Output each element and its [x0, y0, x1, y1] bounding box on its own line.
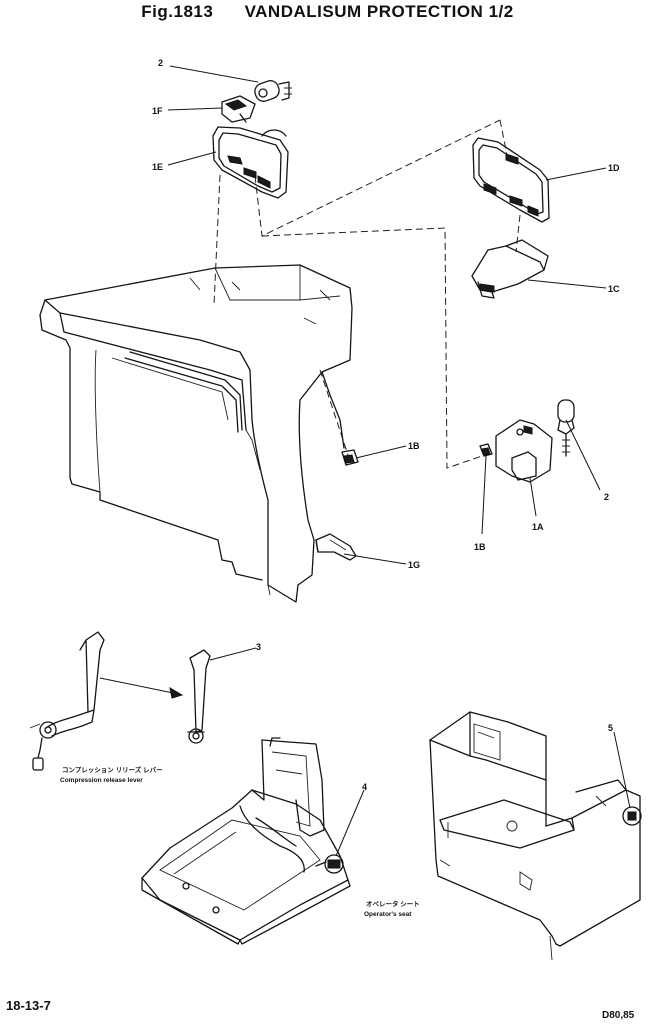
figure-name: VANDALISUM PROTECTION	[244, 2, 484, 21]
callout-3: 3	[256, 642, 261, 652]
caption-compression-en: Compression release lever	[60, 777, 143, 784]
callout-2-right: 2	[604, 492, 609, 502]
figure-title: Fig.1813 VANDALISUM PROTECTION 1/2	[0, 2, 655, 22]
key-lock-top	[254, 80, 292, 102]
figure-sheet: 1/2	[488, 2, 514, 21]
bracket-1c	[471, 239, 549, 299]
lock-plate-1a	[495, 419, 553, 483]
cover-plate-1d	[472, 137, 550, 223]
callout-1g: 1G	[408, 560, 420, 570]
compression-release-lever	[29, 631, 105, 771]
caption-seat-jp: オペレータ シート	[366, 899, 420, 908]
tool-box	[429, 711, 642, 961]
callout-1e: 1E	[152, 162, 163, 172]
caption-compression-jp: コンプレッション リリーズ レバー	[62, 765, 163, 774]
cover-plate-1e	[212, 126, 289, 199]
replacement-arrow	[99, 677, 184, 699]
callout-1b-right: 1B	[408, 441, 420, 451]
model-code: D80,85	[602, 1010, 635, 1021]
lever-part-3	[187, 649, 211, 744]
callout-1c: 1C	[608, 284, 620, 294]
bracket-1g	[315, 533, 357, 561]
callout-5: 5	[608, 723, 613, 733]
callout-1b-left: 1B	[474, 542, 486, 552]
dash-cover-body	[39, 264, 353, 603]
caption-seat-en: Operator's seat	[364, 911, 412, 918]
operator-seat	[141, 737, 351, 945]
leader-lines	[167, 65, 631, 857]
callout-1a: 1A	[532, 522, 544, 532]
callout-1f: 1F	[152, 106, 163, 116]
callout-4: 4	[362, 782, 367, 792]
assembly-center-lines	[213, 119, 521, 469]
plug-1b-right	[479, 443, 493, 457]
callout-1d: 1D	[608, 163, 620, 173]
page-number: 18-13-7	[6, 998, 51, 1013]
key-lock-right	[557, 399, 575, 457]
figure-number: Fig.1813	[141, 2, 214, 21]
clip-1f	[221, 95, 256, 123]
plug-1b-mid	[341, 449, 359, 466]
callout-2-top: 2	[158, 58, 163, 68]
